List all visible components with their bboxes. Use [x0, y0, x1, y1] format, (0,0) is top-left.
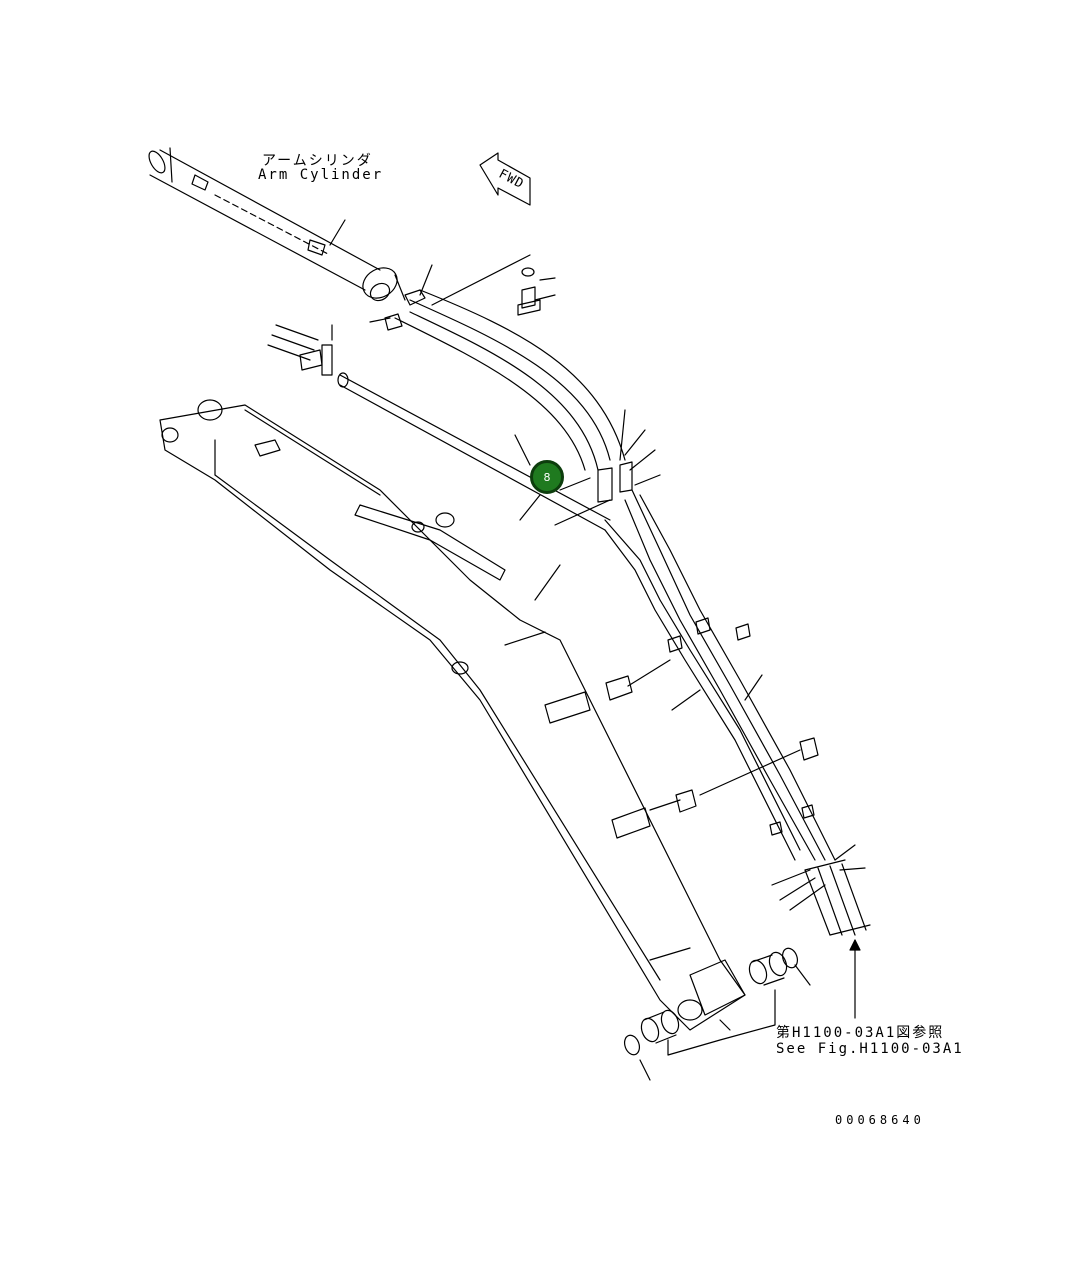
hose-clamps: [544, 617, 819, 839]
reference-label-jp: 第H1100-03A1図参照: [776, 1025, 945, 1041]
arm-cylinder: [148, 147, 406, 302]
drawing-number: 00068640: [835, 1113, 925, 1127]
fwd-arrow-icon: [479, 152, 531, 206]
arm-cylinder-label-en: Arm Cylinder: [258, 167, 384, 183]
hose-ends: [804, 859, 871, 936]
hydraulic-hoses: [337, 289, 836, 861]
reference-label-en: See Fig.H1100-03A1: [776, 1041, 964, 1057]
arm-cylinder-label-jp: アームシリンダ: [262, 153, 373, 169]
boom: [159, 399, 746, 1031]
reference-arrow-icon: [849, 939, 861, 951]
part-callout-8[interactable]: 8: [530, 460, 564, 494]
bolt-and-washer: [517, 267, 541, 316]
fittings: [267, 324, 333, 376]
leader-lines: [329, 219, 866, 1081]
bushings-and-seals: [623, 947, 799, 1056]
